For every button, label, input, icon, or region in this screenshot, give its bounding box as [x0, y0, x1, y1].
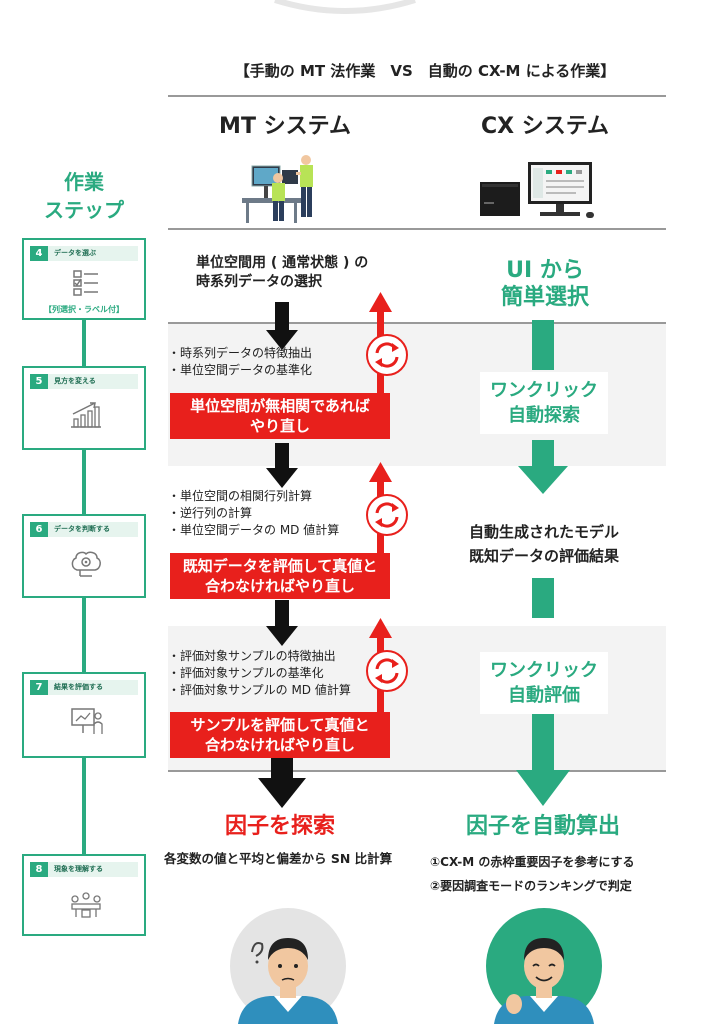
cx-step4-line1: UI から [506, 258, 584, 283]
cx-step5-line1: ワンクリック [490, 380, 598, 401]
down-arrow-icon [266, 600, 298, 646]
bullet-item: ・時系列データの特徴抽出 [168, 346, 313, 360]
step-number: 7 [30, 680, 48, 695]
mt-step6-retry-box: 既知データを評価して真値と 合わなければやり直し [170, 553, 390, 599]
step-number: 8 [30, 862, 48, 877]
mt-step4-text: 単位空間用 ( 通常状態 ) の 時系列データの選択 [196, 254, 368, 292]
cx-flow-graphics [516, 320, 570, 806]
computer-illustration [480, 162, 594, 218]
refresh-cycle-icon [366, 334, 408, 376]
steps-label-line1: 作業 [64, 170, 104, 194]
step-caption: 【列選択・ラベル付】 [44, 305, 124, 314]
mt-result-title: 因子を探索 [224, 814, 335, 839]
cx-result-text: ①CX-M の赤枠重要因子を参考にする ②要因調査モードのランキングで判定 [430, 850, 634, 898]
cx-result-line1: ①CX-M の赤枠重要因子を参考にする [430, 855, 635, 869]
bullet-item: ・評価対象サンプルの基準化 [168, 666, 324, 680]
mt-step4-line2: 時系列データの選択 [196, 274, 322, 290]
bullet-item: ・評価対象サンプルの特徴抽出 [168, 649, 336, 663]
cx-result-line2: ②要因調査モードのランキングで判定 [430, 879, 632, 893]
mt-step7-retry-box: サンプルを評価して真値と 合わなければやり直し [170, 712, 390, 758]
step-label: 現象を理解する [54, 865, 103, 873]
step-card-8: 8 現象を理解する [22, 854, 146, 936]
cx-result-title: 因子を自動算出 [465, 814, 620, 839]
comparison-title: 【手動の MT 法作業 VS 自動の CX-M による作業】 [234, 62, 616, 80]
cx-step5-line2: 自動探索 [508, 405, 580, 426]
step-label: 見方を変える [54, 377, 96, 385]
mt-step4-line1: 単位空間用 ( 通常状態 ) の [196, 255, 369, 271]
retry-text: サンプルを評価して真値と [190, 716, 370, 734]
cx-one-click-search: ワンクリック 自動探索 [480, 372, 608, 434]
retry-text: 既知データを評価して真値と [182, 557, 378, 575]
brain-gear-icon [71, 551, 101, 577]
step-label: データを選ぶ [54, 249, 96, 257]
big-down-arrow-icon [258, 758, 306, 808]
happy-person-icon [486, 908, 602, 1024]
presentation-icon [71, 708, 103, 734]
mt-step6-bullets: ・単位空間の相関行列計算 ・逆行列の計算 ・単位空間データの MD 値計算 [168, 488, 339, 539]
bullet-item: ・評価対象サンプルの MD 値計算 [168, 683, 351, 697]
steps-label: 作業 ステップ [20, 168, 148, 224]
step-number: 6 [30, 522, 48, 537]
cx-system-heading: CX システム [480, 114, 610, 139]
retry-text: 合わなければやり直し [204, 577, 355, 595]
step-card-7: 7 結果を評価する [22, 672, 146, 758]
step-number: 4 [30, 246, 48, 261]
cx-step6-line1: 自動生成されたモデル [468, 523, 619, 541]
refresh-cycle-icon [366, 494, 408, 536]
step7-bottom-line [168, 770, 666, 772]
mt-step7-bullets: ・評価対象サンプルの特徴抽出 ・評価対象サンプルの基準化 ・評価対象サンプルの … [168, 648, 351, 699]
header-divider [168, 95, 666, 97]
cx-step6-line2: 既知データの評価結果 [468, 547, 619, 565]
step-card-4: 4 データを選ぶ 【列選択・ラベル付】 [22, 238, 146, 320]
mt-step5-retry-box: 単位空間が無相関であれば やり直し [170, 393, 390, 439]
step-label: 結果を評価する [54, 683, 103, 691]
down-arrow-icon [266, 302, 298, 350]
cx-step4-line2: 簡単選択 [500, 285, 589, 310]
retry-text: やり直し [249, 417, 310, 435]
retry-loop-line [369, 462, 392, 590]
step-card-5: 5 見方を変える [22, 366, 146, 450]
mt-result-text: 各変数の値と平均と偏差から SN 比計算 [164, 851, 393, 866]
bullet-item: ・単位空間データの MD 値計算 [168, 523, 340, 537]
checklist-icon [73, 270, 98, 296]
bullet-item: ・単位空間データの基準化 [168, 363, 313, 377]
retry-loop-line [369, 618, 392, 750]
bullet-item: ・単位空間の相関行列計算 [168, 489, 313, 503]
retry-text: 単位空間が無相関であれば [190, 397, 370, 415]
bullet-item: ・逆行列の計算 [168, 506, 253, 520]
workers-illustration [242, 155, 313, 223]
step-label: データを判断する [54, 525, 110, 533]
cx-step6-text: 自動生成されたモデル 既知データの評価結果 [444, 520, 644, 568]
step-number: 5 [30, 374, 48, 389]
mt-system-heading: MT システム [219, 114, 351, 139]
team-meeting-icon [71, 892, 101, 918]
step5-top-line [168, 322, 666, 324]
refresh-cycle-icon [366, 650, 408, 692]
cx-one-click-evaluate: ワンクリック 自動評価 [480, 652, 608, 714]
confused-person-icon [230, 908, 346, 1024]
cx-step4-text: UI から 簡単選択 [470, 257, 620, 311]
cx-step7-line2: 自動評価 [508, 685, 580, 706]
step-card-6: 6 データを判断する [22, 514, 146, 598]
mt-step5-bullets: ・時系列データの特徴抽出 ・単位空間データの基準化 [168, 345, 312, 379]
growth-chart-icon [71, 402, 101, 428]
step4-divider [168, 228, 666, 230]
retry-text: 合わなければやり直し [204, 736, 355, 754]
top-decoration [274, 0, 416, 14]
down-arrow-icon [266, 443, 298, 488]
cx-step7-line1: ワンクリック [490, 660, 598, 681]
steps-label-line2: ステップ [44, 198, 124, 222]
